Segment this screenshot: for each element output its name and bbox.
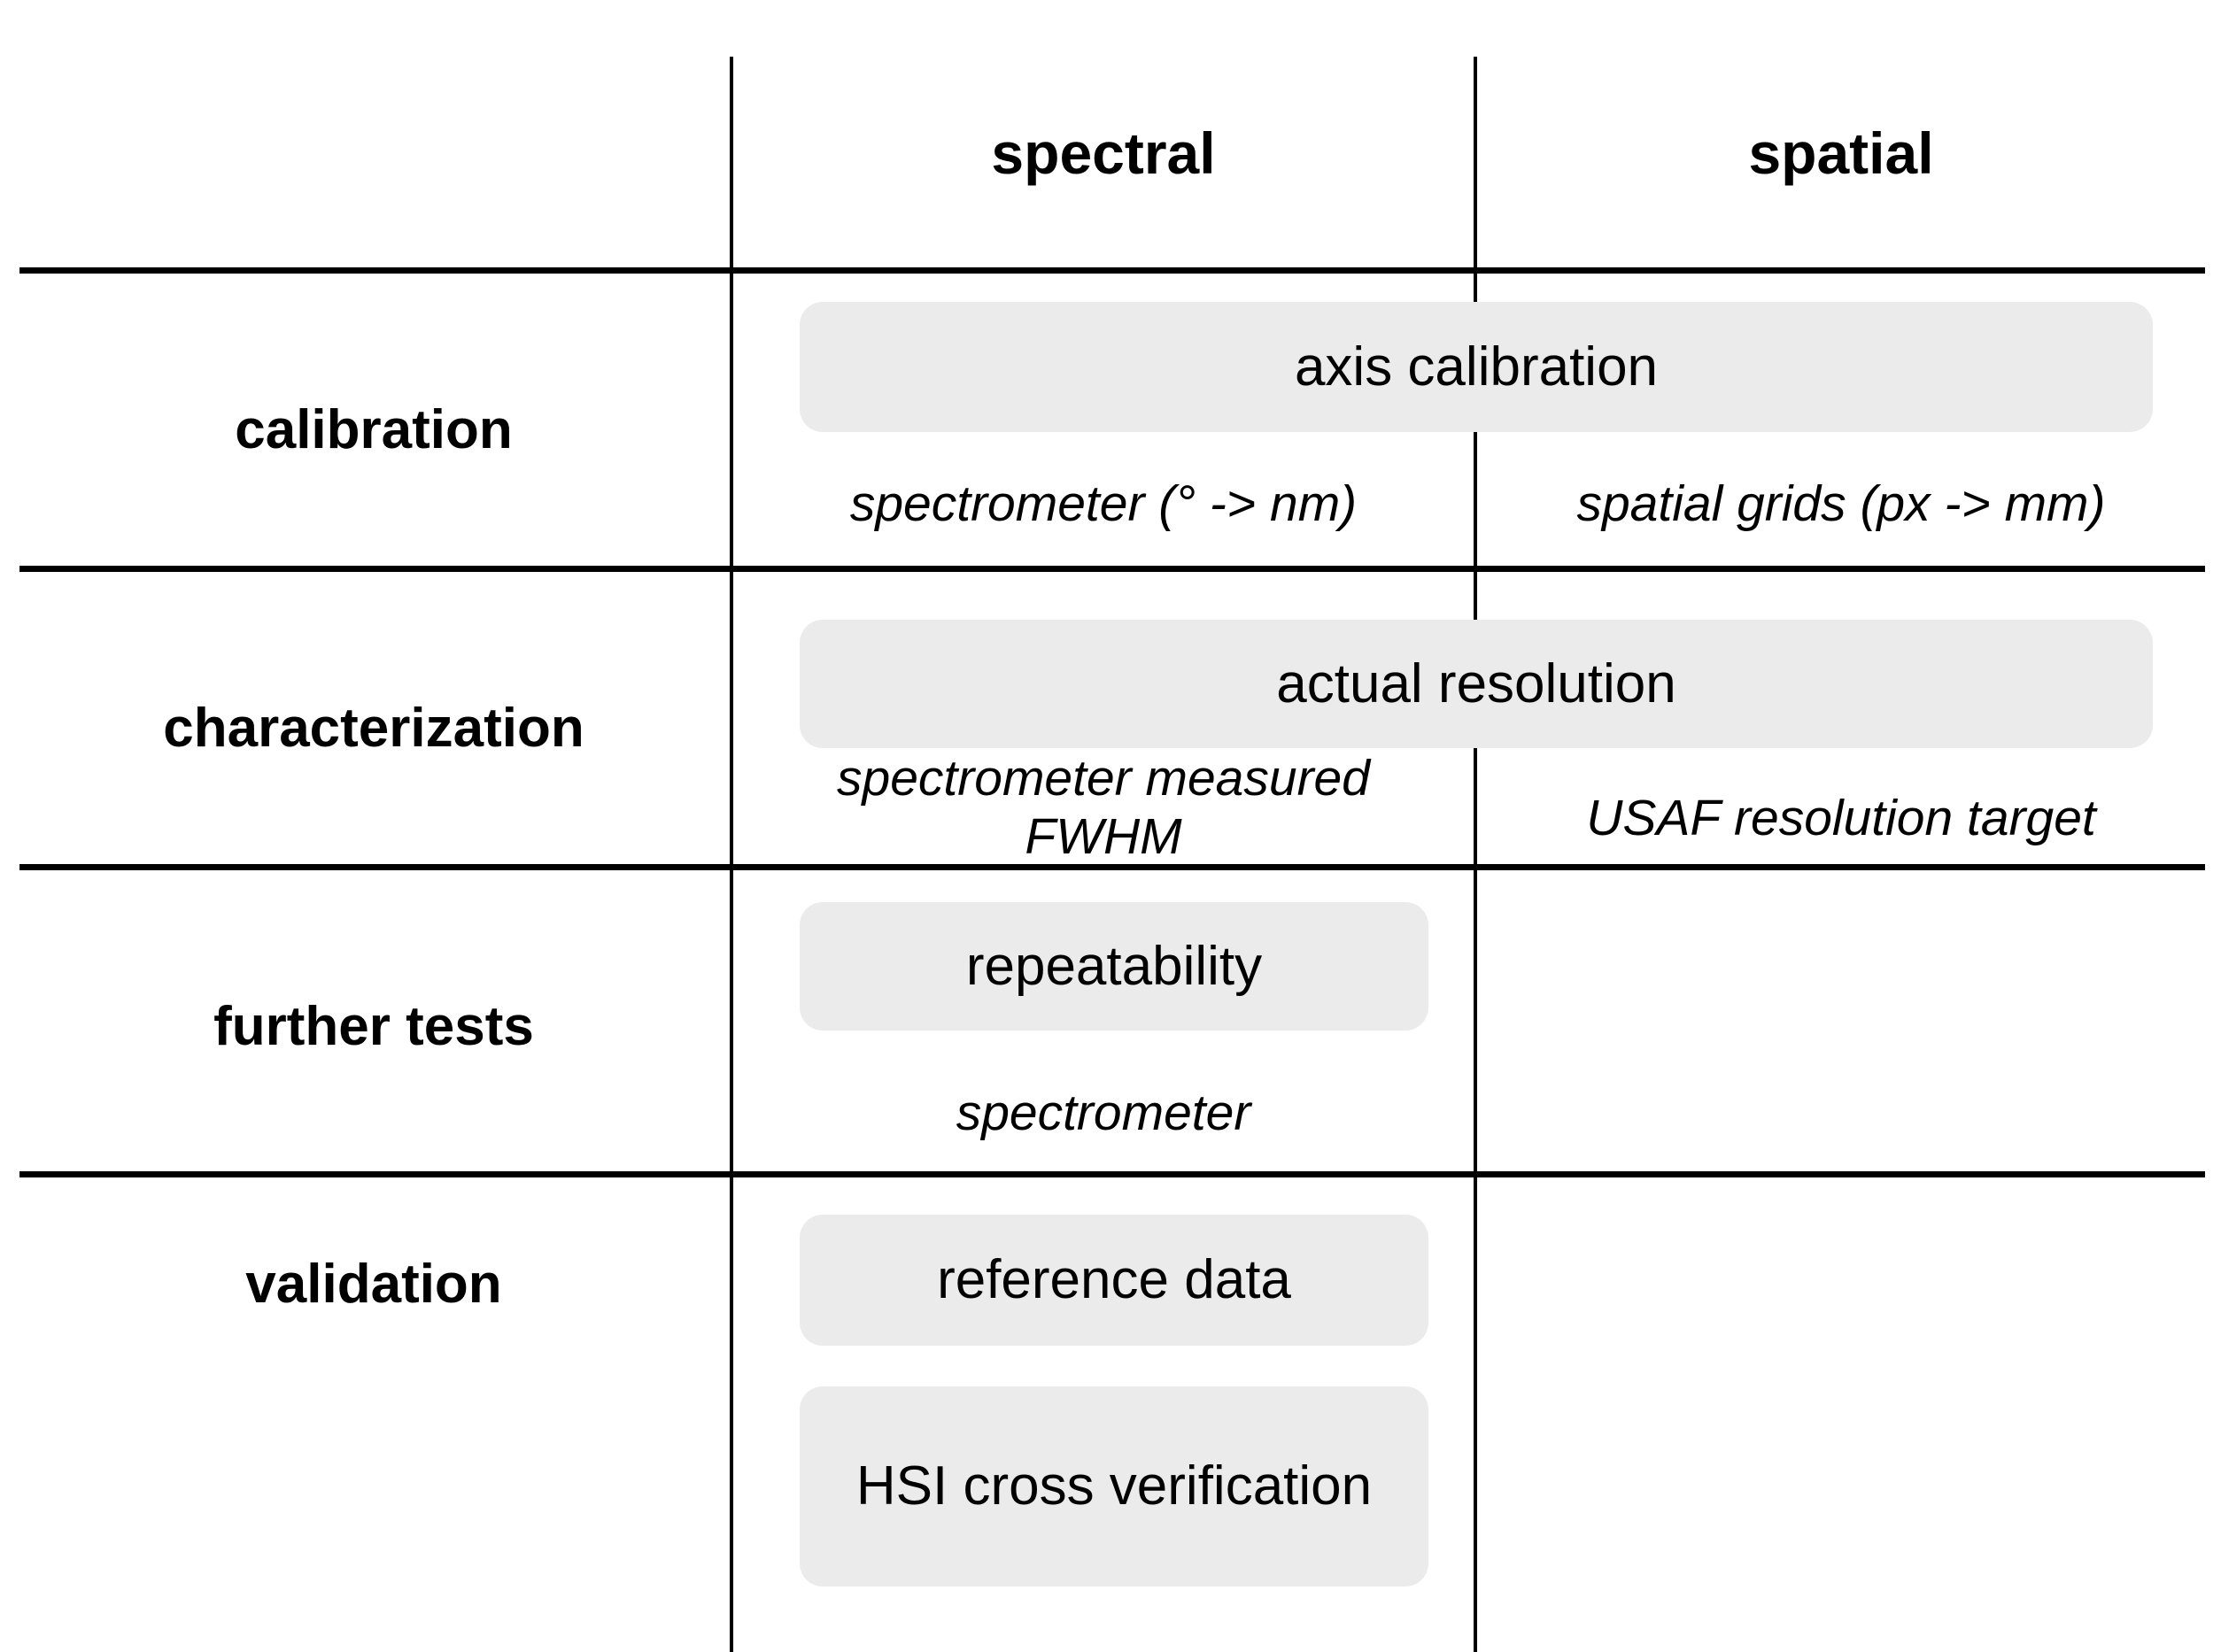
- pill-axis-calibration: axis calibration: [800, 302, 2153, 432]
- row-label-calibration: calibration: [235, 398, 513, 460]
- descriptor-characterization-spatial: USAF resolution target: [1586, 790, 2096, 847]
- descriptor-calibration-spectral: spectrometer (° -> nm): [849, 475, 1358, 533]
- row-divider-characterization: [19, 864, 2205, 870]
- column-divider-spatial: [1474, 57, 1477, 1652]
- row-label-characterization: characterization: [163, 697, 584, 759]
- row-divider-further-tests: [19, 1171, 2205, 1177]
- pill-repeatability: repeatability: [800, 902, 1428, 1031]
- descriptor-characterization-spectral: spectrometer measured FWHM: [837, 750, 1370, 865]
- pill-hsi-cross-verification: HSI cross verification: [800, 1386, 1428, 1586]
- descriptor-calibration-spatial: spatial grids (px -> mm): [1576, 475, 2106, 533]
- column-header-spectral: spectral: [991, 120, 1216, 186]
- descriptor-further-tests-spectral: spectrometer: [956, 1085, 1251, 1142]
- column-header-spatial: spatial: [1748, 120, 1934, 186]
- row-label-further-tests: further tests: [213, 995, 534, 1057]
- row-label-validation: validation: [245, 1253, 502, 1315]
- pill-actual-resolution: actual resolution: [800, 620, 2153, 748]
- row-divider-header: [19, 267, 2205, 274]
- column-divider-spectral: [730, 57, 733, 1652]
- pill-reference-data: reference data: [800, 1215, 1428, 1346]
- row-divider-calibration: [19, 566, 2205, 572]
